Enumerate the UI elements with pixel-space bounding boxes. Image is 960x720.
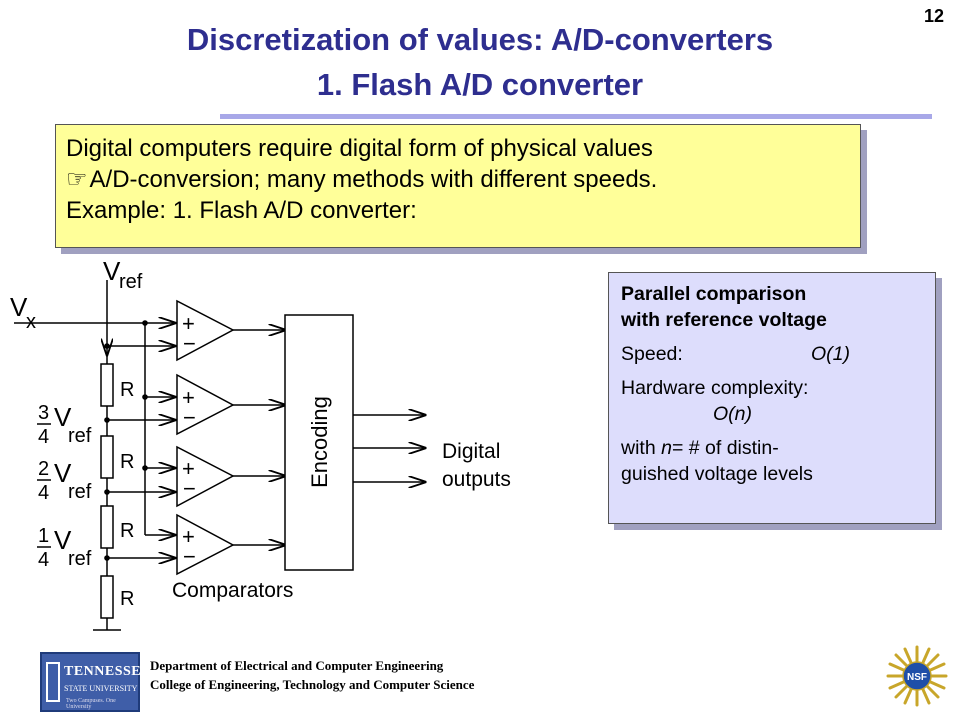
resistor-label-1: R [120,379,134,401]
slide-title-line2: 1. Flash A/D converter [316,67,644,102]
dept-line1: Department of Electrical and Computer En… [150,658,444,673]
comparator-2-minus: − [183,405,196,430]
encoder-block [284,314,354,571]
info-note-line2: guished voltage levels [621,463,813,485]
tap1-sub: ref [68,425,92,447]
resistor-label-3: R [120,520,134,542]
tap2-v: V [54,458,72,488]
tap3-numerator: 1 [38,525,49,547]
tap2-sub: ref [68,481,92,503]
tap2-numerator: 2 [38,458,49,480]
comparator-1 [176,299,235,362]
comparators-label: Comparators [172,579,293,602]
comparator-4-plus: + [182,524,195,549]
vref-sub: ref [119,271,143,293]
info-box: Parallel comparison with reference volta… [608,272,936,524]
pointing-hand-icon: ☞ [66,166,88,193]
department-text: Department of Electrical and Computer En… [150,656,474,694]
resistor-3 [100,505,114,549]
tap3-denominator: 4 [38,549,49,571]
tap1-numerator: 3 [38,402,49,424]
logo-sub: STATE UNIVERSITY [64,684,138,693]
nsf-logo-icon: NSF [886,645,948,707]
logo-name: TENNESSEE [64,664,151,679]
info-note-rest: = # of distin- [671,437,779,459]
intro-line2: ☞A/D-conversion; many methods with diffe… [66,164,850,195]
info-speed-label: Speed: [621,343,683,365]
tap2-denominator: 4 [38,482,49,504]
comparator-4 [176,513,235,576]
comparator-3 [176,445,235,508]
university-logo: TENNESSEE STATE UNIVERSITY Two Campuses.… [40,652,150,712]
logo-mark-icon [46,662,60,702]
resistor-label-2: R [120,451,134,473]
info-hw-label: Hardware complexity: [621,377,809,399]
logo-tag: Two Campuses. One University [66,698,116,710]
tap3-sub: ref [68,548,92,570]
comparator-3-plus: + [182,456,195,481]
tap1-denominator: 4 [38,426,49,448]
info-hw-value: O(n) [713,403,752,425]
resistor-4 [100,575,114,619]
info-heading-line2: with reference voltage [621,309,827,331]
outputs-label-line2: outputs [442,468,511,491]
intro-line1: Digital computers require digital form o… [66,135,653,162]
info-speed-row: Speed: O(1) [621,341,923,367]
tap1-v: V [54,402,72,432]
flash-adc-diagram: V ref V x R R R R 3 4 V ref 2 4 V ref 1 … [10,256,511,631]
comparator-1-minus: − [183,331,196,356]
encoder-label: Encoding [307,396,332,488]
tap3-v: V [54,525,72,555]
footer: TENNESSEE STATE UNIVERSITY Two Campuses.… [0,640,960,720]
nsf-text: NSF [907,672,927,683]
comparator-2-plus: + [182,385,195,410]
slide-title-line1: Discretization of values: A/D-converters [186,22,774,57]
intro-line2-text: A/D-conversion; many methods with differ… [89,166,658,193]
vx-label: V [10,292,28,322]
vx-sub: x [26,311,36,333]
comparator-3-minus: − [183,476,196,501]
resistor-2 [100,435,114,479]
outputs-label-line1: Digital [442,440,500,463]
resistor-1 [100,363,114,407]
vref-label: V [103,256,121,286]
info-heading-line1: Parallel comparison [621,283,807,305]
resistor-label-4: R [120,588,134,610]
info-note-line1: with n= # of distin- [621,435,923,461]
dept-line2: College of Engineering, Technology and C… [150,677,475,692]
title-underline [220,114,932,119]
info-speed-value: O(1) [811,343,850,365]
intro-line3: Example: 1. Flash A/D converter: [66,197,417,224]
comparator-1-plus: + [182,311,195,336]
comparator-2 [176,373,235,436]
intro-note-box: Digital computers require digital form o… [55,124,861,248]
info-note-prefix: with [621,437,662,459]
comparator-4-minus: − [183,544,196,569]
info-note-n: n [661,437,672,459]
slide-number: 12 [923,6,944,26]
